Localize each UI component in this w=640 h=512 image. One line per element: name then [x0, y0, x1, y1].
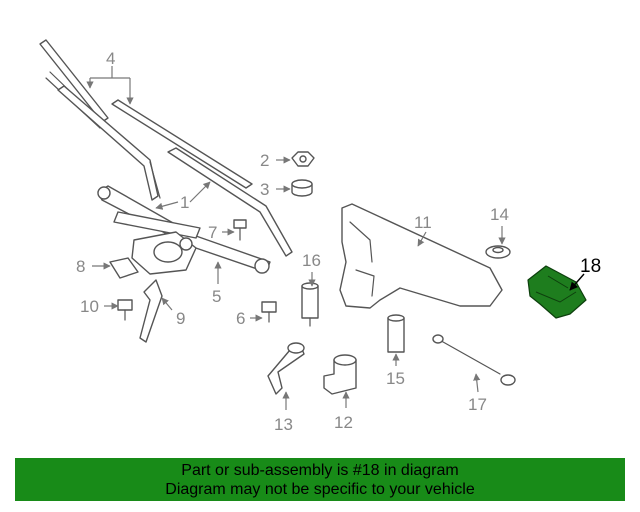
nut-part: [291, 151, 315, 167]
callout-11: 11: [414, 213, 432, 232]
bracket-part-8: [109, 257, 139, 279]
callout-17: 17: [468, 395, 487, 414]
bracket-part-9: [139, 279, 163, 343]
washer-reservoir-11: [339, 203, 503, 309]
callout-3: 3: [260, 180, 269, 199]
wiper-arm-right: [167, 147, 293, 257]
wiper-linkage: [97, 185, 271, 274]
callout-7: 7: [208, 223, 217, 242]
hose-part-13: [267, 342, 305, 395]
banner-line-1: Part or sub-assembly is #18 in diagram: [181, 462, 459, 479]
callout-6: 6: [236, 309, 245, 328]
callout-5: 5: [212, 287, 221, 306]
callout-15: 15: [386, 369, 405, 388]
info-banner: Part or sub-assembly is #18 in diagram D…: [15, 458, 625, 501]
callout-12: 12: [334, 413, 353, 432]
bolt-part-7: [233, 219, 247, 241]
wiper-blade-right: [111, 99, 253, 189]
banner-line-2: Diagram may not be specific to your vehi…: [165, 481, 475, 498]
callout-18: 18: [580, 256, 601, 277]
callout-13: 13: [274, 415, 293, 434]
filler-neck-12: [323, 354, 357, 395]
bolt-part-10: [117, 299, 133, 321]
callout-16: 16: [302, 251, 321, 270]
callout-10: 10: [80, 297, 99, 316]
grommet-part-14: [485, 245, 511, 259]
callout-2: 2: [260, 151, 269, 170]
callout-4: 4: [106, 49, 115, 68]
washer-pump-15: [387, 314, 405, 353]
washer-pump-16: [301, 282, 319, 327]
bolt-part-6: [261, 301, 277, 323]
wiper-arm-left: [57, 85, 161, 201]
callout-1: 1: [180, 193, 189, 212]
highlighted-part-18: [527, 265, 587, 319]
callout-8: 8: [76, 257, 85, 276]
parts-diagram: 4 1 2 3 7 8 5 10 9 6 16 11 14 15 17 12 1…: [39, 39, 601, 434]
callout-9: 9: [176, 309, 185, 328]
leader-lines: [86, 66, 585, 410]
callout-14: 14: [490, 205, 509, 224]
sensor-part-17: [432, 334, 516, 386]
cap-part: [291, 179, 313, 197]
wiper-motor: [131, 231, 197, 275]
